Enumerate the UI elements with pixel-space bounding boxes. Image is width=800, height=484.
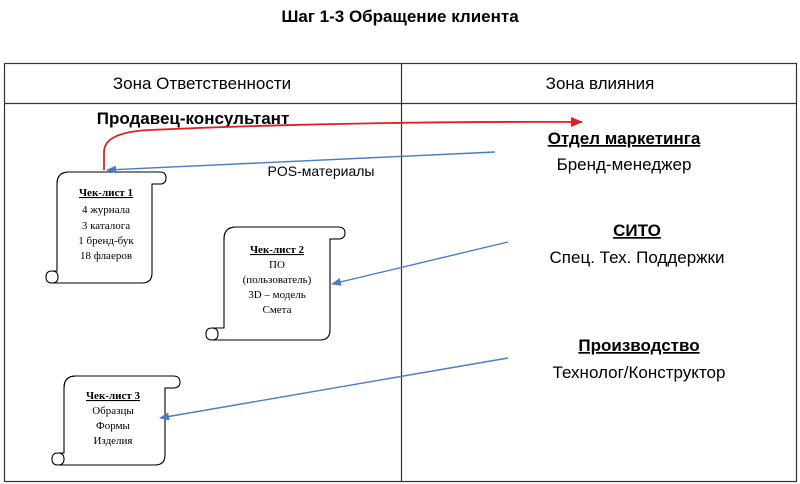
checklist-3-heading: Чек-лист 3 [86,390,141,402]
checklist-1-item: 3 каталога [82,220,130,232]
checklist-1-item: 1 бренд-бук [78,235,134,247]
checklist-2-heading: Чек-лист 2 [250,244,305,256]
checklist-1-scroll [45,171,167,284]
influence-department-marketing: Отдел маркетинга [548,129,701,148]
checklist-2-scroll [205,226,346,341]
checklist-2-item: 3D – модель [248,289,306,301]
table-frame [3,62,798,483]
diagram-title: Шаг 1-3 Обращение клиента [281,7,519,26]
influence-department-sito: СИТО [613,221,661,240]
influence-department-production: Производство [578,336,699,355]
checklist-3-item: Формы [96,420,130,432]
column-header-responsibility: Зона Ответственности [113,74,291,93]
checklist-2-item: Смета [262,304,291,316]
influence-person-brand-manager: Бренд-менеджер [557,155,692,174]
checklist-3-item: Образцы [92,405,134,417]
checklist-1-heading: Чек-лист 1 [79,187,133,199]
influence-person-technologist: Технолог/Конструктор [553,363,726,382]
checklist-1-item: 18 флаеров [80,250,132,262]
blue-arrow-to-checklist-3 [159,357,509,421]
checklist-2-item: ПО [269,259,285,271]
arrow-label-pos-materials: POS-материалы [268,163,375,179]
checklist-1-item: 4 журнала [82,204,130,216]
checklist-2-item: (пользователь) [243,274,312,286]
role-label: Продавец-консультант [97,109,290,128]
checklist-3-item: Изделия [93,435,132,447]
blue-arrow-pos-materials [106,151,496,174]
checklist-3-scroll [51,375,181,466]
blue-arrow-to-checklist-2 [331,241,509,286]
influence-person-tech-support: Спец. Тех. Поддержки [550,248,725,267]
red-arrow-to-marketing [103,116,583,170]
column-header-influence: Зона влияния [546,74,655,93]
